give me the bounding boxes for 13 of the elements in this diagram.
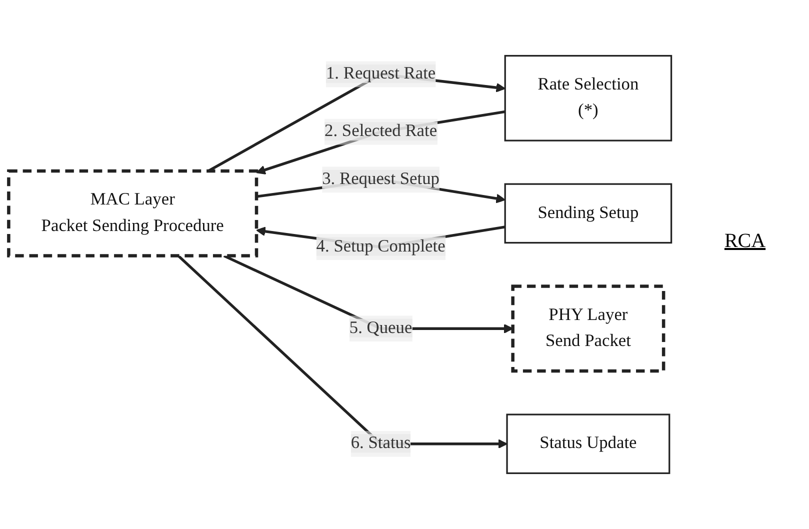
- group-label: RCA: [723, 230, 767, 253]
- edge-label: 6. Status: [350, 434, 411, 453]
- edge-label: 3. Request Setup: [322, 170, 440, 188]
- node-box: PHY Layer Send Packet: [511, 284, 666, 373]
- node-box: Rate Selection (*): [504, 54, 672, 142]
- arrow: [256, 110, 506, 175]
- edge-label: 2. Selected Rate: [324, 122, 438, 141]
- node-box: MAC Layer Packet Sending Procedure: [7, 169, 258, 258]
- edge-label: 1. Request Rate: [326, 64, 436, 83]
- node-box: Status Update: [506, 414, 670, 474]
- edge-label: 5. Queue: [349, 318, 412, 338]
- node-box: Sending Setup: [504, 183, 672, 244]
- edge-label: 4. Setup Complete: [316, 237, 446, 256]
